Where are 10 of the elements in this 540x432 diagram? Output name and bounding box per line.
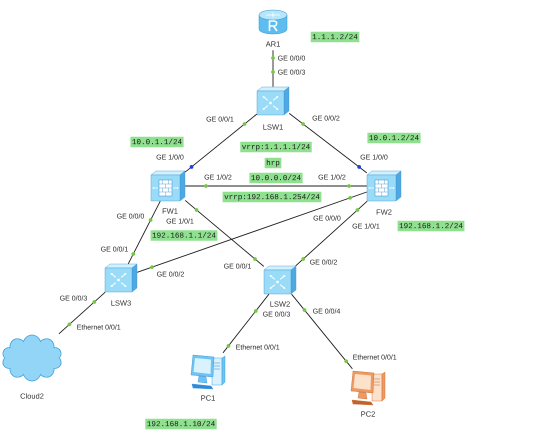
link-line [291, 294, 353, 370]
link-line [272, 50, 274, 88]
link-line [136, 192, 368, 273]
link-line [222, 294, 270, 354]
link-line [295, 200, 368, 266]
link-line [58, 292, 106, 334]
link-line [184, 114, 258, 173]
link-line [184, 200, 264, 267]
link-line [128, 200, 161, 264]
link-line [288, 112, 368, 174]
